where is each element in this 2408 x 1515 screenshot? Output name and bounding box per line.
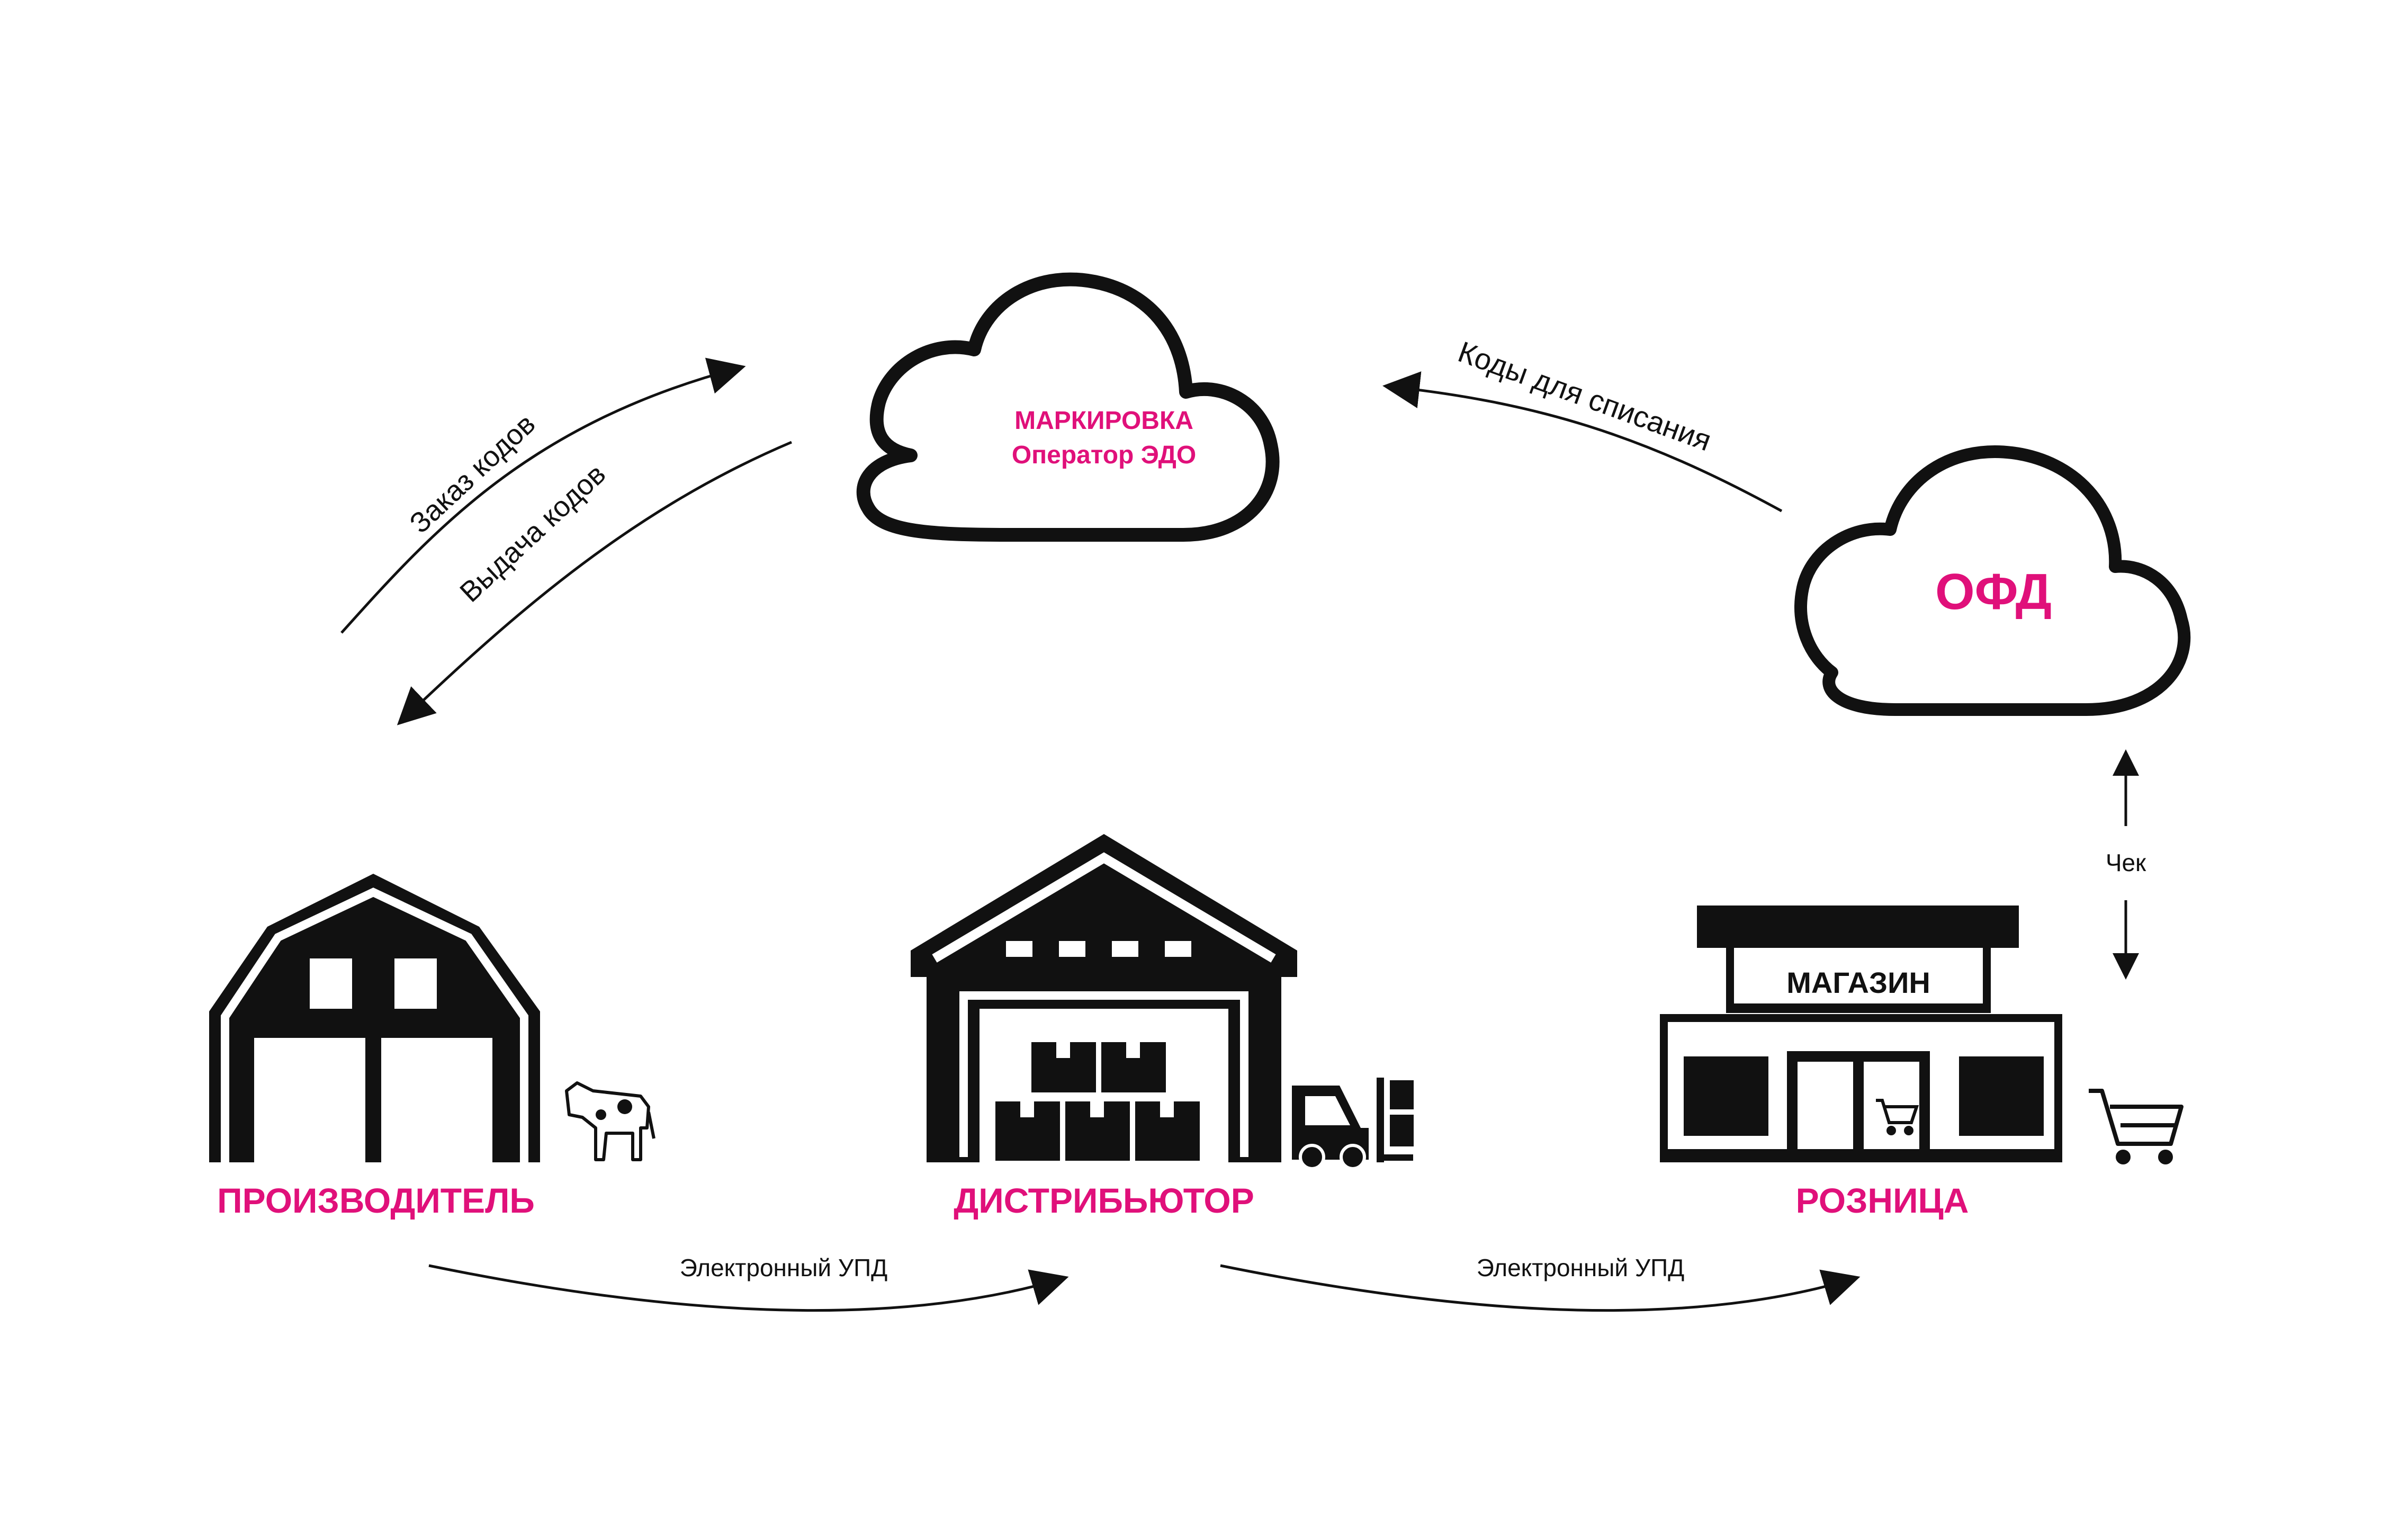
distributor-label: ДИСТРИБЬЮТОР bbox=[954, 1181, 1254, 1220]
node-producer: ПРОИЗВОДИТЕЛЬ bbox=[209, 874, 655, 1220]
node-distributor: ДИСТРИБЬЮТОР bbox=[911, 834, 1414, 1220]
arrow-upd-1: Электронный УПД bbox=[428, 1254, 1069, 1312]
store-icon: МАГАЗИН bbox=[1660, 906, 2062, 1162]
store-sign: МАГАЗИН bbox=[1786, 966, 1930, 999]
cloud-marking-title: МАРКИРОВКА bbox=[1014, 407, 1193, 435]
arrow-upd-2: Электронный УПД bbox=[1220, 1254, 1861, 1312]
upd-2-label: Электронный УПД bbox=[1477, 1254, 1685, 1281]
order-codes-label: Заказ кодов bbox=[403, 408, 541, 539]
warehouse-icon bbox=[911, 834, 1297, 1162]
cloud-marking-subtitle: Оператор ЭДО bbox=[1012, 441, 1196, 469]
node-retail: МАГАЗИН РОЗНИЦА bbox=[1660, 906, 2184, 1220]
writeoff-codes-label: Коды для списания bbox=[1454, 335, 1716, 457]
retail-label: РОЗНИЦА bbox=[1796, 1181, 1969, 1220]
cloud-ofd: ОФД bbox=[1794, 445, 2191, 716]
cloud-ofd-label: ОФД bbox=[1935, 563, 2052, 620]
receipt-label: Чек bbox=[2106, 849, 2146, 876]
cloud-icon bbox=[1794, 445, 2191, 716]
forklift-icon bbox=[1292, 1078, 1414, 1170]
arrow-receipt: Чек bbox=[2106, 749, 2146, 980]
producer-label: ПРОИЗВОДИТЕЛЬ bbox=[217, 1181, 535, 1220]
arrow-writeoff-codes: Коды для списания bbox=[1382, 335, 1783, 513]
barn-icon bbox=[209, 874, 540, 1162]
cart-icon bbox=[2089, 1089, 2184, 1164]
upd-1-label: Электронный УПД bbox=[680, 1254, 888, 1281]
cow-icon bbox=[565, 1081, 655, 1161]
cloud-icon bbox=[856, 272, 1280, 542]
cloud-marking: МАРКИРОВКА Оператор ЭДО bbox=[856, 272, 1280, 542]
